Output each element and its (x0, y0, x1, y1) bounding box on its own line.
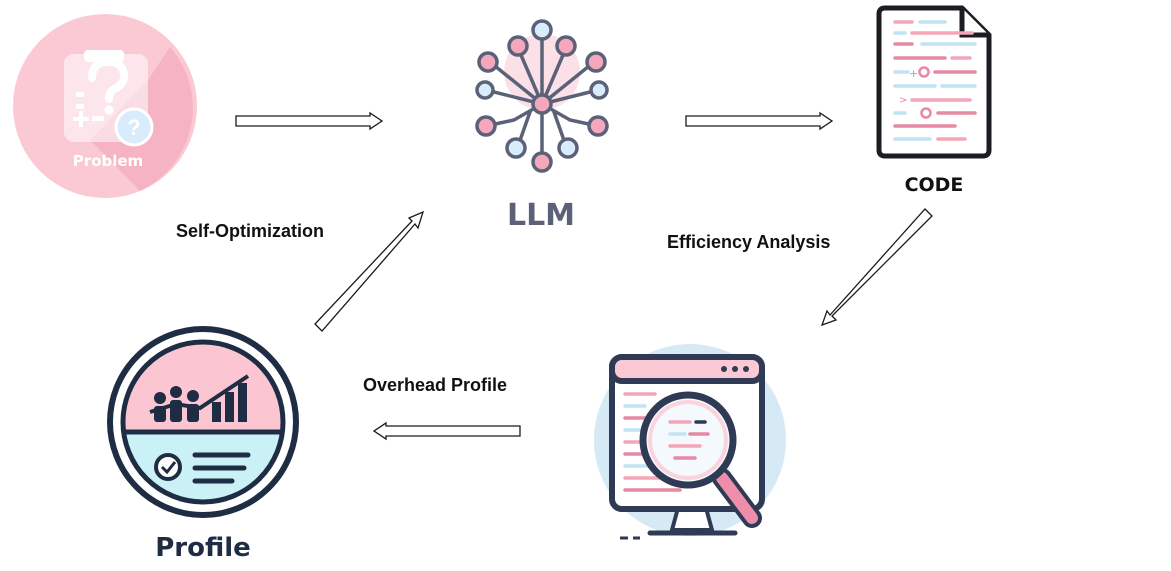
neural-network-icon (475, 19, 609, 173)
self-optimization-label: Self-Optimization (176, 221, 324, 241)
svg-text:+: + (909, 67, 918, 80)
arrow-analysis-to-profile (372, 421, 521, 441)
code-label: CODE (905, 174, 964, 196)
arrow-code-to-analysis (820, 208, 933, 327)
arrow-problem-to-llm (235, 111, 384, 131)
overhead-profile-label: Overhead Profile (363, 375, 508, 395)
code-document-icon: > + (876, 5, 992, 159)
svg-text:?: ? (127, 115, 140, 140)
arrow-profile-to-llm (314, 210, 425, 332)
svg-text:>: > (899, 95, 907, 106)
profile-badge-icon (107, 326, 299, 518)
magnifier-monitor-icon (594, 344, 786, 540)
llm-label: LLM (507, 198, 575, 233)
efficiency-analysis-label: Efficiency Analysis (667, 232, 831, 252)
profile-label: Profile (155, 533, 251, 563)
problem-icon: ? (13, 14, 197, 198)
arrow-llm-to-code (685, 111, 834, 131)
problem-label: Problem (73, 152, 143, 170)
